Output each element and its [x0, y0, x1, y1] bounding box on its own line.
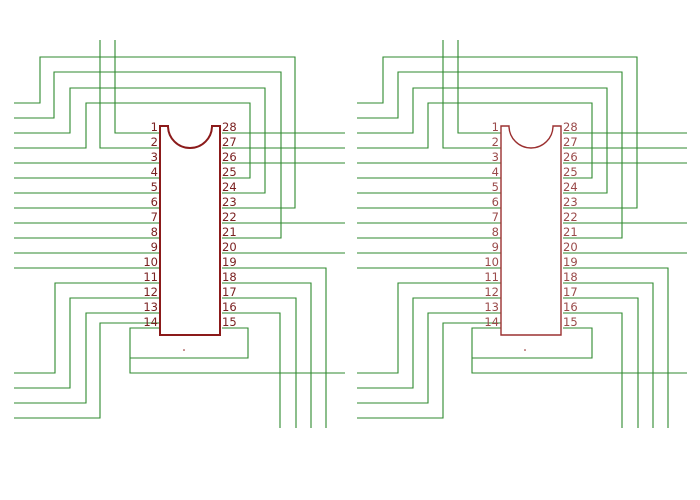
pin-number-right: 23 — [222, 195, 237, 209]
pin-number-left: 13 — [143, 300, 158, 314]
origin-dot — [524, 349, 526, 351]
wire-trace — [357, 102, 593, 179]
pin-number-left: 11 — [484, 270, 499, 284]
wire-trace — [563, 312, 623, 428]
wire-trace — [14, 297, 160, 389]
pin-number-right: 28 — [563, 120, 578, 134]
wire-trace — [357, 71, 623, 239]
wire-trace — [222, 282, 312, 428]
origin-dot — [183, 349, 185, 351]
wire-trace — [14, 322, 160, 419]
wire-trace — [114, 40, 160, 134]
pin-number-right: 15 — [222, 315, 237, 329]
pin-number-right: 16 — [222, 300, 237, 314]
pin-number-right: 24 — [222, 180, 237, 194]
pin-number-left: 7 — [492, 210, 499, 224]
wire-trace — [563, 282, 654, 428]
wire-trace — [442, 40, 501, 149]
wire-trace — [14, 102, 251, 179]
wire-trace — [357, 322, 501, 419]
pin-number-left: 12 — [484, 285, 499, 299]
pin-number-left: 10 — [484, 255, 499, 269]
pin-number-left: 9 — [492, 240, 499, 254]
pin-number-right: 18 — [222, 270, 237, 284]
pin-number-right: 27 — [563, 135, 578, 149]
wire-trace — [130, 327, 249, 359]
pin-number-right: 15 — [563, 315, 578, 329]
wire-trace — [357, 282, 501, 374]
pin-number-right: 20 — [563, 240, 578, 254]
pin-number-left: 3 — [492, 150, 499, 164]
pin-number-right: 23 — [563, 195, 578, 209]
wire-trace — [14, 312, 160, 404]
pin-number-right: 25 — [563, 165, 578, 179]
pin-number-left: 12 — [143, 285, 158, 299]
left-schematic-panel: 1234567891011121314282726252423222120191… — [14, 40, 345, 428]
pin-number-left: 6 — [492, 195, 499, 209]
wire-trace — [14, 87, 266, 194]
wire-trace — [357, 297, 501, 389]
dip28-chip-body — [159, 125, 221, 336]
pin-number-left: 10 — [143, 255, 158, 269]
pin-number-right: 28 — [222, 120, 237, 134]
wire-trace — [357, 312, 501, 404]
pin-number-right: 24 — [563, 180, 578, 194]
pin-number-right: 26 — [222, 150, 237, 164]
pin-number-right: 21 — [222, 225, 237, 239]
wire-trace — [222, 267, 327, 428]
pin-number-left: 4 — [492, 165, 499, 179]
pin-number-left: 8 — [151, 225, 158, 239]
pin-number-left: 13 — [484, 300, 499, 314]
wire-trace — [14, 56, 296, 209]
pin-number-right: 17 — [563, 285, 578, 299]
pin-number-right: 19 — [222, 255, 237, 269]
pin-number-right: 19 — [563, 255, 578, 269]
wire-trace — [14, 282, 160, 374]
pin-number-right: 26 — [563, 150, 578, 164]
pin-number-left: 9 — [151, 240, 158, 254]
pin-number-right: 25 — [222, 165, 237, 179]
pin-number-left: 6 — [151, 195, 158, 209]
pin-number-left: 7 — [151, 210, 158, 224]
pin-number-left: 1 — [492, 120, 499, 134]
pin-number-left: 8 — [492, 225, 499, 239]
wire-trace — [471, 327, 687, 374]
dip28-chip-body — [500, 125, 562, 336]
pin-number-right: 22 — [563, 210, 578, 224]
pin-number-left: 14 — [484, 315, 499, 329]
pin-number-left: 11 — [143, 270, 158, 284]
wire-trace — [14, 71, 282, 239]
wire-trace — [563, 297, 639, 428]
wire-trace — [129, 327, 345, 374]
pin-number-left: 4 — [151, 165, 158, 179]
wire-trace — [222, 312, 281, 428]
right-schematic-panel: 1234567891011121314282726252423222120191… — [357, 40, 687, 428]
pin-number-left: 2 — [151, 135, 158, 149]
pin-number-right: 27 — [222, 135, 237, 149]
wire-trace — [563, 267, 669, 428]
pin-number-right: 18 — [563, 270, 578, 284]
wire-trace — [222, 297, 297, 428]
pin-number-left: 2 — [492, 135, 499, 149]
wire-trace — [457, 40, 501, 134]
pin-number-left: 1 — [151, 120, 158, 134]
pin-number-right: 17 — [222, 285, 237, 299]
pin-number-right: 20 — [222, 240, 237, 254]
pin-number-right: 21 — [563, 225, 578, 239]
pin-number-left: 5 — [492, 180, 499, 194]
wire-trace — [357, 56, 638, 209]
wire-trace — [357, 87, 608, 194]
pin-number-left: 14 — [143, 315, 158, 329]
pin-number-left: 5 — [151, 180, 158, 194]
wire-trace — [472, 327, 593, 359]
pin-number-right: 16 — [563, 300, 578, 314]
wire-trace — [99, 40, 160, 149]
pin-number-right: 22 — [222, 210, 237, 224]
pin-number-left: 3 — [151, 150, 158, 164]
